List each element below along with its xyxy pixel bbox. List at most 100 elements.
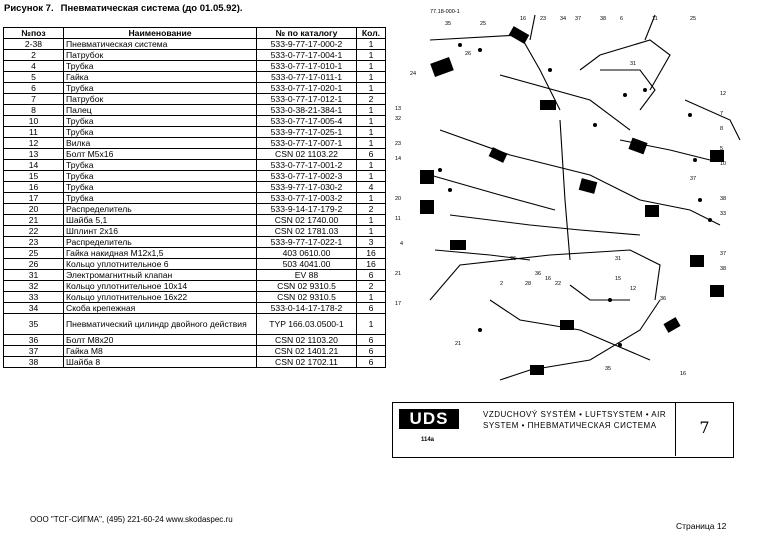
cell-qty: 2: [356, 93, 386, 105]
callout-number: 5: [720, 146, 723, 152]
components: [420, 26, 724, 375]
callout-number: 11: [652, 16, 658, 22]
cell-qty: 1: [356, 115, 386, 127]
cell-position: 7: [3, 93, 64, 105]
cell-catalog: 533-0-77-17-003-2: [256, 192, 357, 204]
callout-number: 21: [455, 341, 461, 347]
callout-number: 7: [720, 111, 723, 117]
callout-number: 16: [680, 371, 686, 377]
callout-number: 26: [465, 51, 471, 57]
cell-position: 33: [3, 291, 64, 303]
cell-name: Шплинт 2х16: [63, 225, 257, 237]
cell-catalog: 533-0-38-21-384-1: [256, 104, 357, 116]
cell-qty: 2: [356, 203, 386, 215]
cell-catalog: 533-0-77-17-005-4: [256, 115, 357, 127]
page-number-box: 7: [675, 402, 733, 456]
cell-position: 31: [3, 269, 64, 281]
callout-number: 31: [630, 61, 636, 67]
cell-qty: 1: [356, 104, 386, 116]
callout-number: 31: [615, 256, 621, 262]
callout-number: 37: [575, 16, 581, 22]
cell-qty: 1: [356, 38, 386, 50]
cell-catalog: 533-9-77-17-022-1: [256, 236, 357, 248]
cell-position: 38: [3, 356, 64, 368]
cell-position: 13: [3, 148, 64, 160]
cell-qty: 1: [356, 159, 386, 171]
callout-number: 38: [600, 16, 606, 22]
cell-name: Шайба 8: [63, 356, 257, 368]
callout-number: 37: [720, 251, 726, 257]
callout-number: 25: [480, 21, 486, 27]
callout-number: 13: [395, 106, 401, 112]
callout-number: 25: [690, 16, 696, 22]
callout-number: 33: [720, 211, 726, 217]
cell-catalog: CSN 02 1702.11: [256, 356, 357, 368]
cell-position: 16: [3, 181, 64, 193]
callout-number: 37: [690, 176, 696, 182]
cell-catalog: 533-0-14-17-178-2: [256, 302, 357, 314]
callout-number: 8: [720, 126, 723, 132]
cell-position: 32: [3, 280, 64, 292]
cell-catalog: 533-9-77-17-030-2: [256, 181, 357, 193]
callout-number: 12: [630, 286, 636, 292]
cell-qty: 4: [356, 181, 386, 193]
callout-number: 36: [660, 296, 666, 302]
cell-position: 23: [3, 236, 64, 248]
cell-qty: 1: [356, 192, 386, 204]
cell-catalog: 533-0-77-17-001-2: [256, 159, 357, 171]
callout-number: 26: [510, 256, 516, 262]
cell-name: Электромагнитный клапан: [63, 269, 257, 281]
cell-name: Пневматическая система: [63, 38, 257, 50]
cell-name: Патрубок: [63, 49, 257, 61]
cell-catalog: 533-0-77-17-010-1: [256, 60, 357, 72]
callout-number: 32: [395, 116, 401, 122]
cell-position: 26: [3, 258, 64, 270]
cell-qty: 16: [356, 258, 386, 270]
cell-qty: 6: [356, 148, 386, 160]
callout-number: 12: [720, 91, 726, 97]
cell-catalog: 533-9-77-17-000-2: [256, 38, 357, 50]
plate-title: VZDUCHOVÝ SYSTÉM • LUFTSYSTEM • AIR SYST…: [483, 410, 667, 430]
cell-name: Пневматический цилиндр двойного действия: [63, 313, 257, 335]
callout-number: 23: [395, 141, 401, 147]
cell-name: Распределитель: [63, 203, 257, 215]
cell-name: Вилка: [63, 137, 257, 149]
callout-number: 10: [720, 161, 726, 167]
callout-number: 35: [445, 21, 451, 27]
uds-logo: UDS: [399, 409, 459, 429]
cell-qty: 1: [356, 170, 386, 182]
cell-position: 11: [3, 126, 64, 138]
cell-position: 12: [3, 137, 64, 149]
cell-qty: 1: [356, 60, 386, 72]
cell-qty: 6: [356, 356, 386, 368]
cell-name: Трубка: [63, 126, 257, 138]
table-header-row: №поз Наименование № по каталогу Кол.: [3, 27, 386, 39]
cell-position: 4: [3, 60, 64, 72]
cell-name: Кольцо уплотнительное 10х14: [63, 280, 257, 292]
cell-name: Трубка: [63, 159, 257, 171]
cell-name: Шайба 5,1: [63, 214, 257, 226]
page-number: 7: [699, 418, 710, 437]
cell-catalog: 533-0-77-17-004-1: [256, 49, 357, 61]
cell-catalog: 503 4041.00: [256, 258, 357, 270]
col-header-qty: Кол.: [356, 27, 386, 39]
cell-catalog: 533-0-77-17-011-1: [256, 71, 357, 83]
cell-name: Скоба крепежная: [63, 302, 257, 314]
